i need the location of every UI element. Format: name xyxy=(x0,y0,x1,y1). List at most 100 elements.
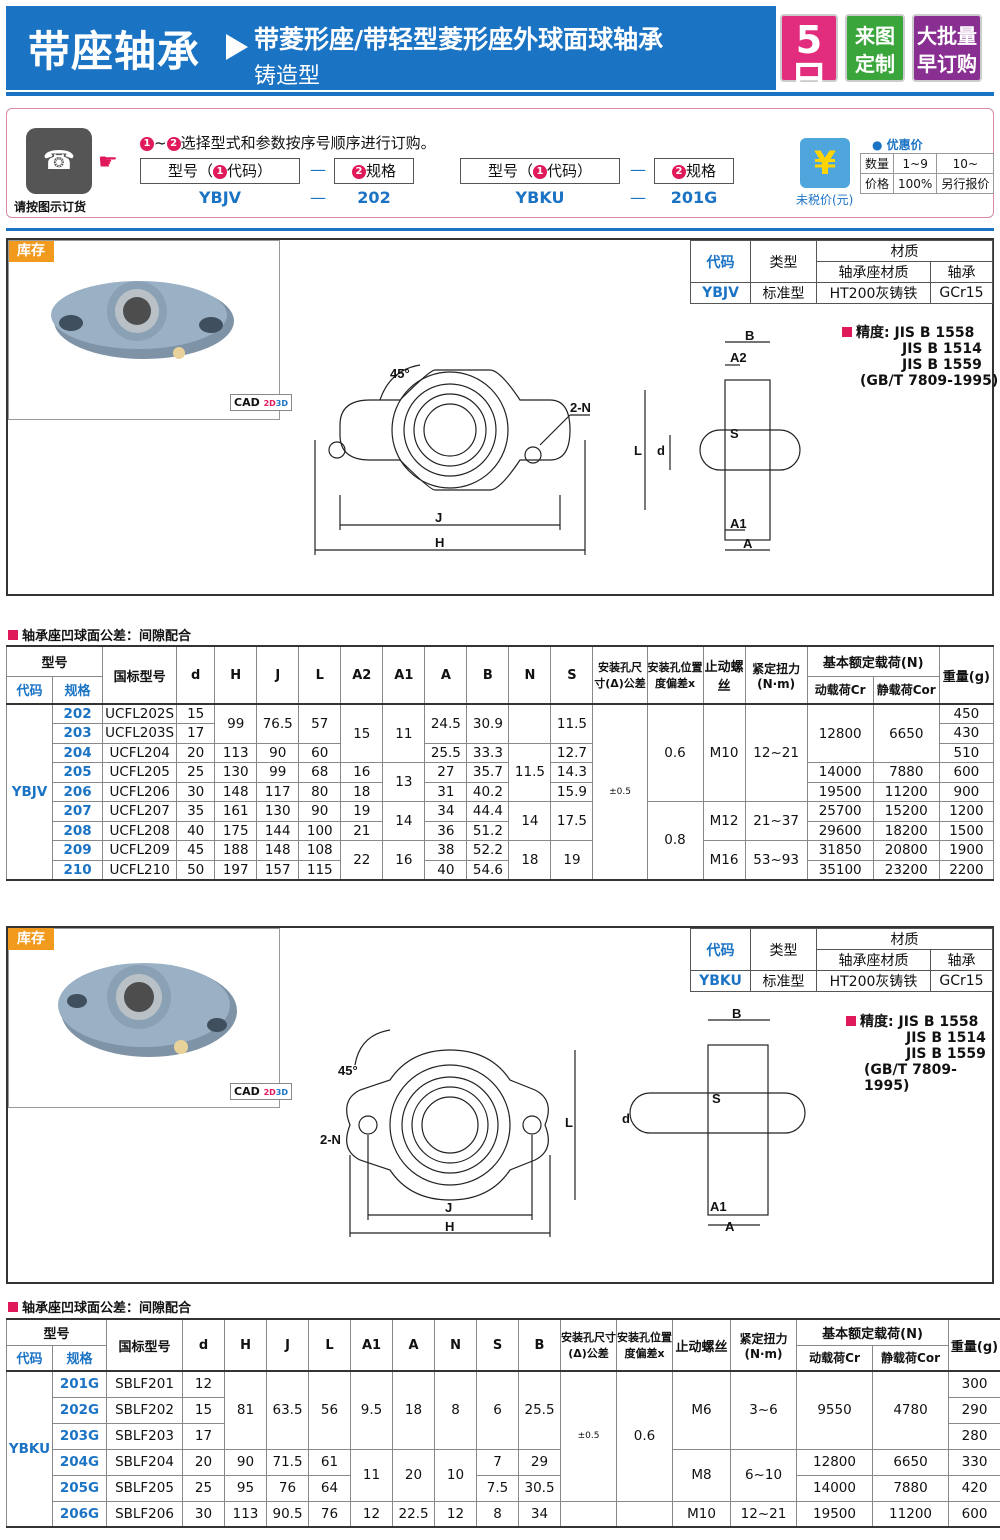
table-cell: 38 xyxy=(424,840,468,861)
table-cell: 35100 xyxy=(806,859,874,880)
table-cell xyxy=(560,1500,618,1528)
table-cell: 148 xyxy=(256,840,300,861)
title-arrow-icon xyxy=(226,34,248,60)
table-cell: 113 xyxy=(224,1500,268,1528)
table-cell: 25.5 xyxy=(518,1370,562,1450)
table-cell: 57 xyxy=(298,703,342,744)
table-cell: 50 xyxy=(176,859,216,880)
section-ybjv-frame xyxy=(6,238,994,596)
table-cell: 12800 xyxy=(796,1448,874,1476)
table-cell: M12 xyxy=(702,801,746,841)
table-cell: 1900 xyxy=(938,840,995,861)
table-cell: SBLF203 xyxy=(106,1422,184,1450)
table-cell: 51.2 xyxy=(466,820,510,841)
example2-model: YBKU xyxy=(515,188,565,207)
table-cell: 76 xyxy=(266,1474,310,1502)
table-cell: 1500 xyxy=(938,820,995,841)
table-cell: 21~37 xyxy=(744,801,808,841)
table-cell: 7880 xyxy=(872,762,940,783)
table-cell: 25 xyxy=(176,762,216,783)
title-banner: 带座轴承 带菱形座/带轻型菱形座外球面球轴承 铸造型 xyxy=(6,6,776,90)
table-cell: 64 xyxy=(308,1474,352,1502)
table-cell: 34 xyxy=(518,1500,562,1528)
table-cell: 76 xyxy=(308,1500,352,1528)
table-cell: 40 xyxy=(424,859,468,880)
table-cell: 201G xyxy=(51,1370,108,1398)
table-cell: SBLF204 xyxy=(106,1448,184,1476)
table-cell: 148 xyxy=(214,781,258,802)
table-cell: SBLF202 xyxy=(106,1396,184,1424)
svg-text:J: J xyxy=(435,510,442,525)
table-cell: 205 xyxy=(52,762,104,783)
cad-download-icon[interactable]: CAD 2D3D xyxy=(230,394,292,411)
table-cell: 20800 xyxy=(872,840,940,861)
table-cell: 11.5 xyxy=(550,703,594,744)
table-cell: 330 xyxy=(948,1448,1000,1476)
table-cell: 202 xyxy=(52,703,104,724)
pointing-hand-icon: ☛ xyxy=(98,150,118,175)
table-cell: 40 xyxy=(176,820,216,841)
table-cell: 15200 xyxy=(872,801,940,822)
table-cell: 6 xyxy=(476,1370,520,1450)
table-cell: 35 xyxy=(176,801,216,822)
table-cell: 900 xyxy=(938,781,995,802)
table-cell: 8 xyxy=(434,1370,478,1450)
svg-text:H: H xyxy=(435,535,444,550)
bearing-photo xyxy=(51,281,234,359)
table-cell: 71.5 xyxy=(266,1448,310,1476)
page-title: 带座轴承 xyxy=(28,27,201,76)
badge-bulk-order: 大批量早订购 xyxy=(912,14,982,82)
table-cell: YBKU xyxy=(6,1370,53,1528)
svg-text:2-N: 2-N xyxy=(320,1132,341,1147)
table-cell: 202G xyxy=(51,1396,108,1424)
cad-download-icon-2[interactable]: CAD 2D3D xyxy=(230,1083,292,1100)
stock-badge-2: 库存 xyxy=(8,928,54,950)
table-cell xyxy=(616,1500,674,1528)
product-photo-ybku xyxy=(8,928,280,1108)
table-cell: 206 xyxy=(52,781,104,802)
table-cell: 19500 xyxy=(806,781,874,802)
svg-text:A2: A2 xyxy=(730,350,747,365)
table-cell xyxy=(508,703,552,744)
table-cell: 10 xyxy=(434,1448,478,1502)
table-cell: 7.5 xyxy=(476,1474,520,1502)
table-cell: 18200 xyxy=(872,820,940,841)
table-cell: 3~6 xyxy=(730,1370,798,1450)
svg-text:L: L xyxy=(634,443,642,458)
table-cell: 14000 xyxy=(806,762,874,783)
bearing-photo-2 xyxy=(58,963,237,1057)
table-cell: UCFL209 xyxy=(102,840,178,861)
table-cell: 19 xyxy=(340,801,384,822)
table-cell: 44.4 xyxy=(466,801,510,822)
table-cell: 510 xyxy=(938,742,995,763)
table-cell: 31850 xyxy=(806,840,874,861)
table-cell: 113 xyxy=(214,742,258,763)
example1-dash: — xyxy=(310,188,326,207)
order-divider xyxy=(6,228,994,231)
table-cell: 90.5 xyxy=(266,1500,310,1528)
table-cell: 18 xyxy=(392,1370,436,1450)
table-cell: SBLF205 xyxy=(106,1474,184,1502)
table-cell: UCFL205 xyxy=(102,762,178,783)
table-cell: 11200 xyxy=(872,781,940,802)
table-cell: 14000 xyxy=(796,1474,874,1502)
table-cell: 14 xyxy=(382,801,426,841)
example1-model: YBJV xyxy=(198,188,242,207)
table-cell: 25.5 xyxy=(424,742,468,763)
header-divider xyxy=(6,92,994,96)
table-cell: 12 xyxy=(182,1370,226,1398)
table-cell: 157 xyxy=(256,859,300,880)
svg-text:45°: 45° xyxy=(390,366,410,381)
table-cell: 12~21 xyxy=(730,1500,798,1528)
price-caption: 未税价(元) xyxy=(796,193,854,207)
table-cell: 61 xyxy=(308,1448,352,1476)
table-cell: 280 xyxy=(948,1422,1000,1450)
table-cell: 12~21 xyxy=(744,703,808,802)
table-cell: 100 xyxy=(298,820,342,841)
table-cell: 4780 xyxy=(872,1370,950,1450)
table-cell: 130 xyxy=(214,762,258,783)
